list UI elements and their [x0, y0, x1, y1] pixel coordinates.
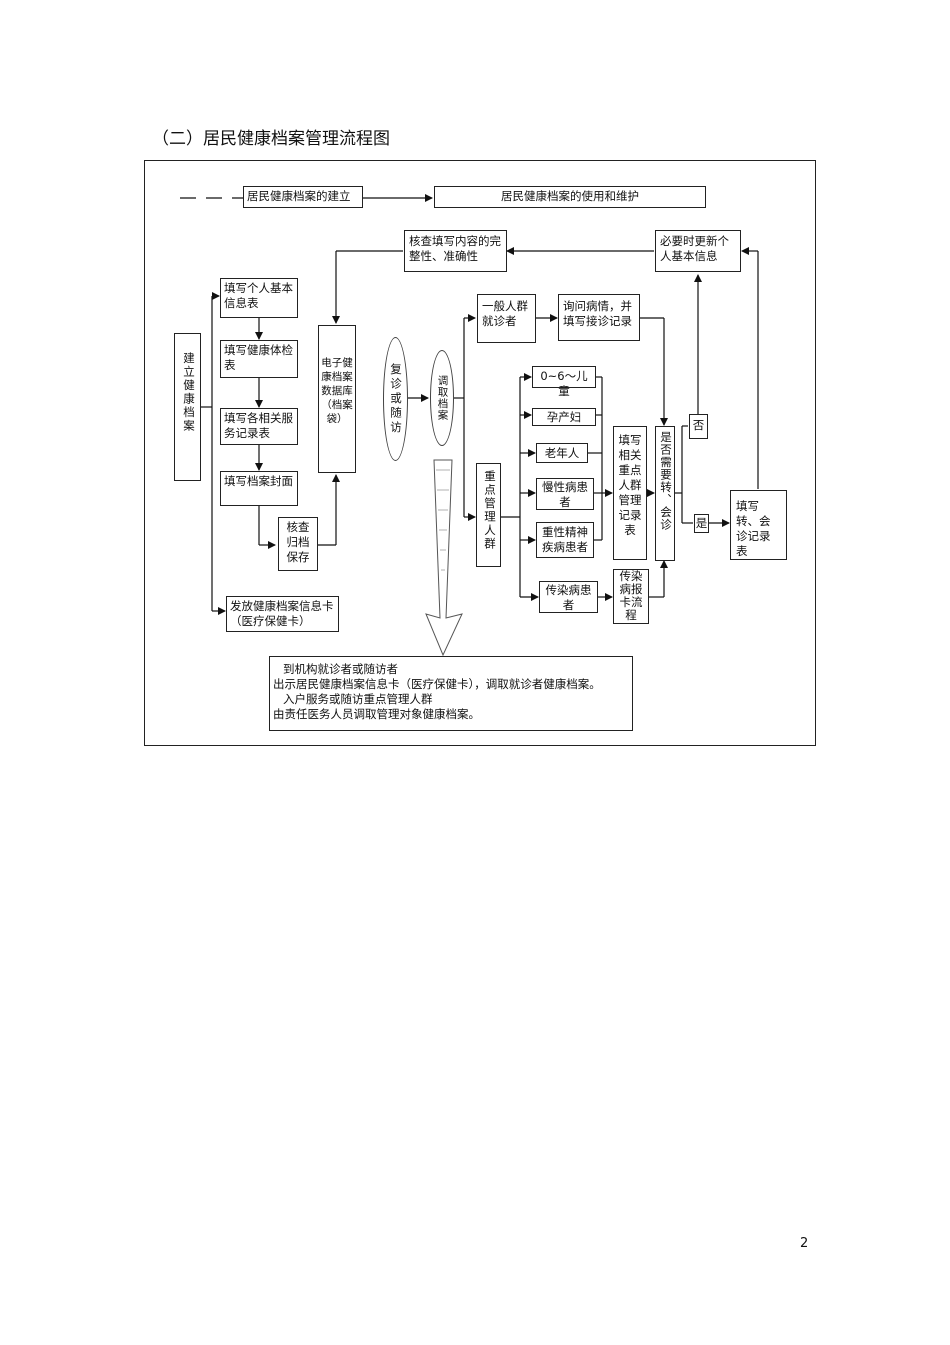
need-referral-decision-box: 是否需要转、会诊: [655, 426, 675, 561]
note-line-4: 由责任医务人员调取管理对象健康档案。: [273, 707, 480, 721]
check-archive-save-box: 核查归档保存: [278, 517, 318, 571]
fill-personal-info-box: 填写个人基本信息表: [220, 278, 298, 318]
fill-archive-cover-box: 填写档案封面: [220, 471, 298, 506]
note-line-2: 出示居民健康档案信息卡（医疗保健卡），调取就诊者健康档案。: [273, 677, 601, 691]
general-population-box: 一般人群就诊者: [477, 294, 536, 343]
key-group-box: 重点管理人群: [476, 463, 501, 567]
note-line-3: 入户服务或随访重点管理人群: [283, 692, 433, 706]
infectious-report-box: 传染病报卡流程: [613, 569, 649, 624]
child-box: 0~6～儿童: [532, 366, 596, 398]
update-info-box: 必要时更新个人基本信息: [655, 230, 741, 272]
retrieve-archive-label: 调取档案: [436, 375, 449, 421]
inquire-record-box: 询问病情，并填写接诊记录: [558, 294, 640, 341]
revisit-label: 复诊或随访: [389, 362, 403, 436]
no-label-box: 否: [689, 414, 708, 439]
retrieve-archive-oval: 调取档案: [430, 350, 454, 446]
issue-card-box: 发放健康档案信息卡（医疗保健卡）: [226, 596, 339, 632]
maternal-box: 孕产妇: [532, 408, 596, 426]
check-completeness-box: 核查填写内容的完整性、准确性: [404, 230, 507, 272]
fill-key-group-records-box: 填写相关重点人群管理记录表: [613, 426, 647, 560]
yes-label-box: 是: [694, 514, 709, 533]
flowchart-frame: [144, 160, 816, 746]
infectious-box: 传染病患者: [539, 581, 598, 613]
big-down-arrow: [425, 459, 463, 657]
mental-illness-box: 重性精神疾病患者: [536, 522, 594, 558]
fill-service-records-box: 填写各相关服务记录表: [220, 408, 298, 445]
fill-referral-record-box: 填写转、会诊记录表: [730, 490, 787, 560]
legend-build-box: 居民健康档案的建立: [243, 186, 363, 208]
page-title: （二）居民健康档案管理流程图: [152, 129, 390, 149]
revisit-oval: 复诊或随访: [383, 337, 408, 461]
electronic-database-box: 电子健康档案数据库（档案袋）: [318, 325, 356, 473]
establish-archive-box: 建立健康档案: [174, 333, 201, 481]
fill-health-exam-box: 填写健康体检表: [220, 340, 298, 378]
legend-use-box: 居民健康档案的使用和维护: [434, 186, 706, 208]
note-line-1: 到机构就诊者或随访者: [283, 662, 398, 676]
retrieval-note-box: 到机构就诊者或随访者 出示居民健康档案信息卡（医疗保健卡），调取就诊者健康档案。…: [269, 656, 633, 731]
page-number: 2: [800, 1236, 809, 1251]
chronic-box: 慢性病患者: [536, 478, 594, 510]
elderly-box: 老年人: [536, 443, 588, 463]
